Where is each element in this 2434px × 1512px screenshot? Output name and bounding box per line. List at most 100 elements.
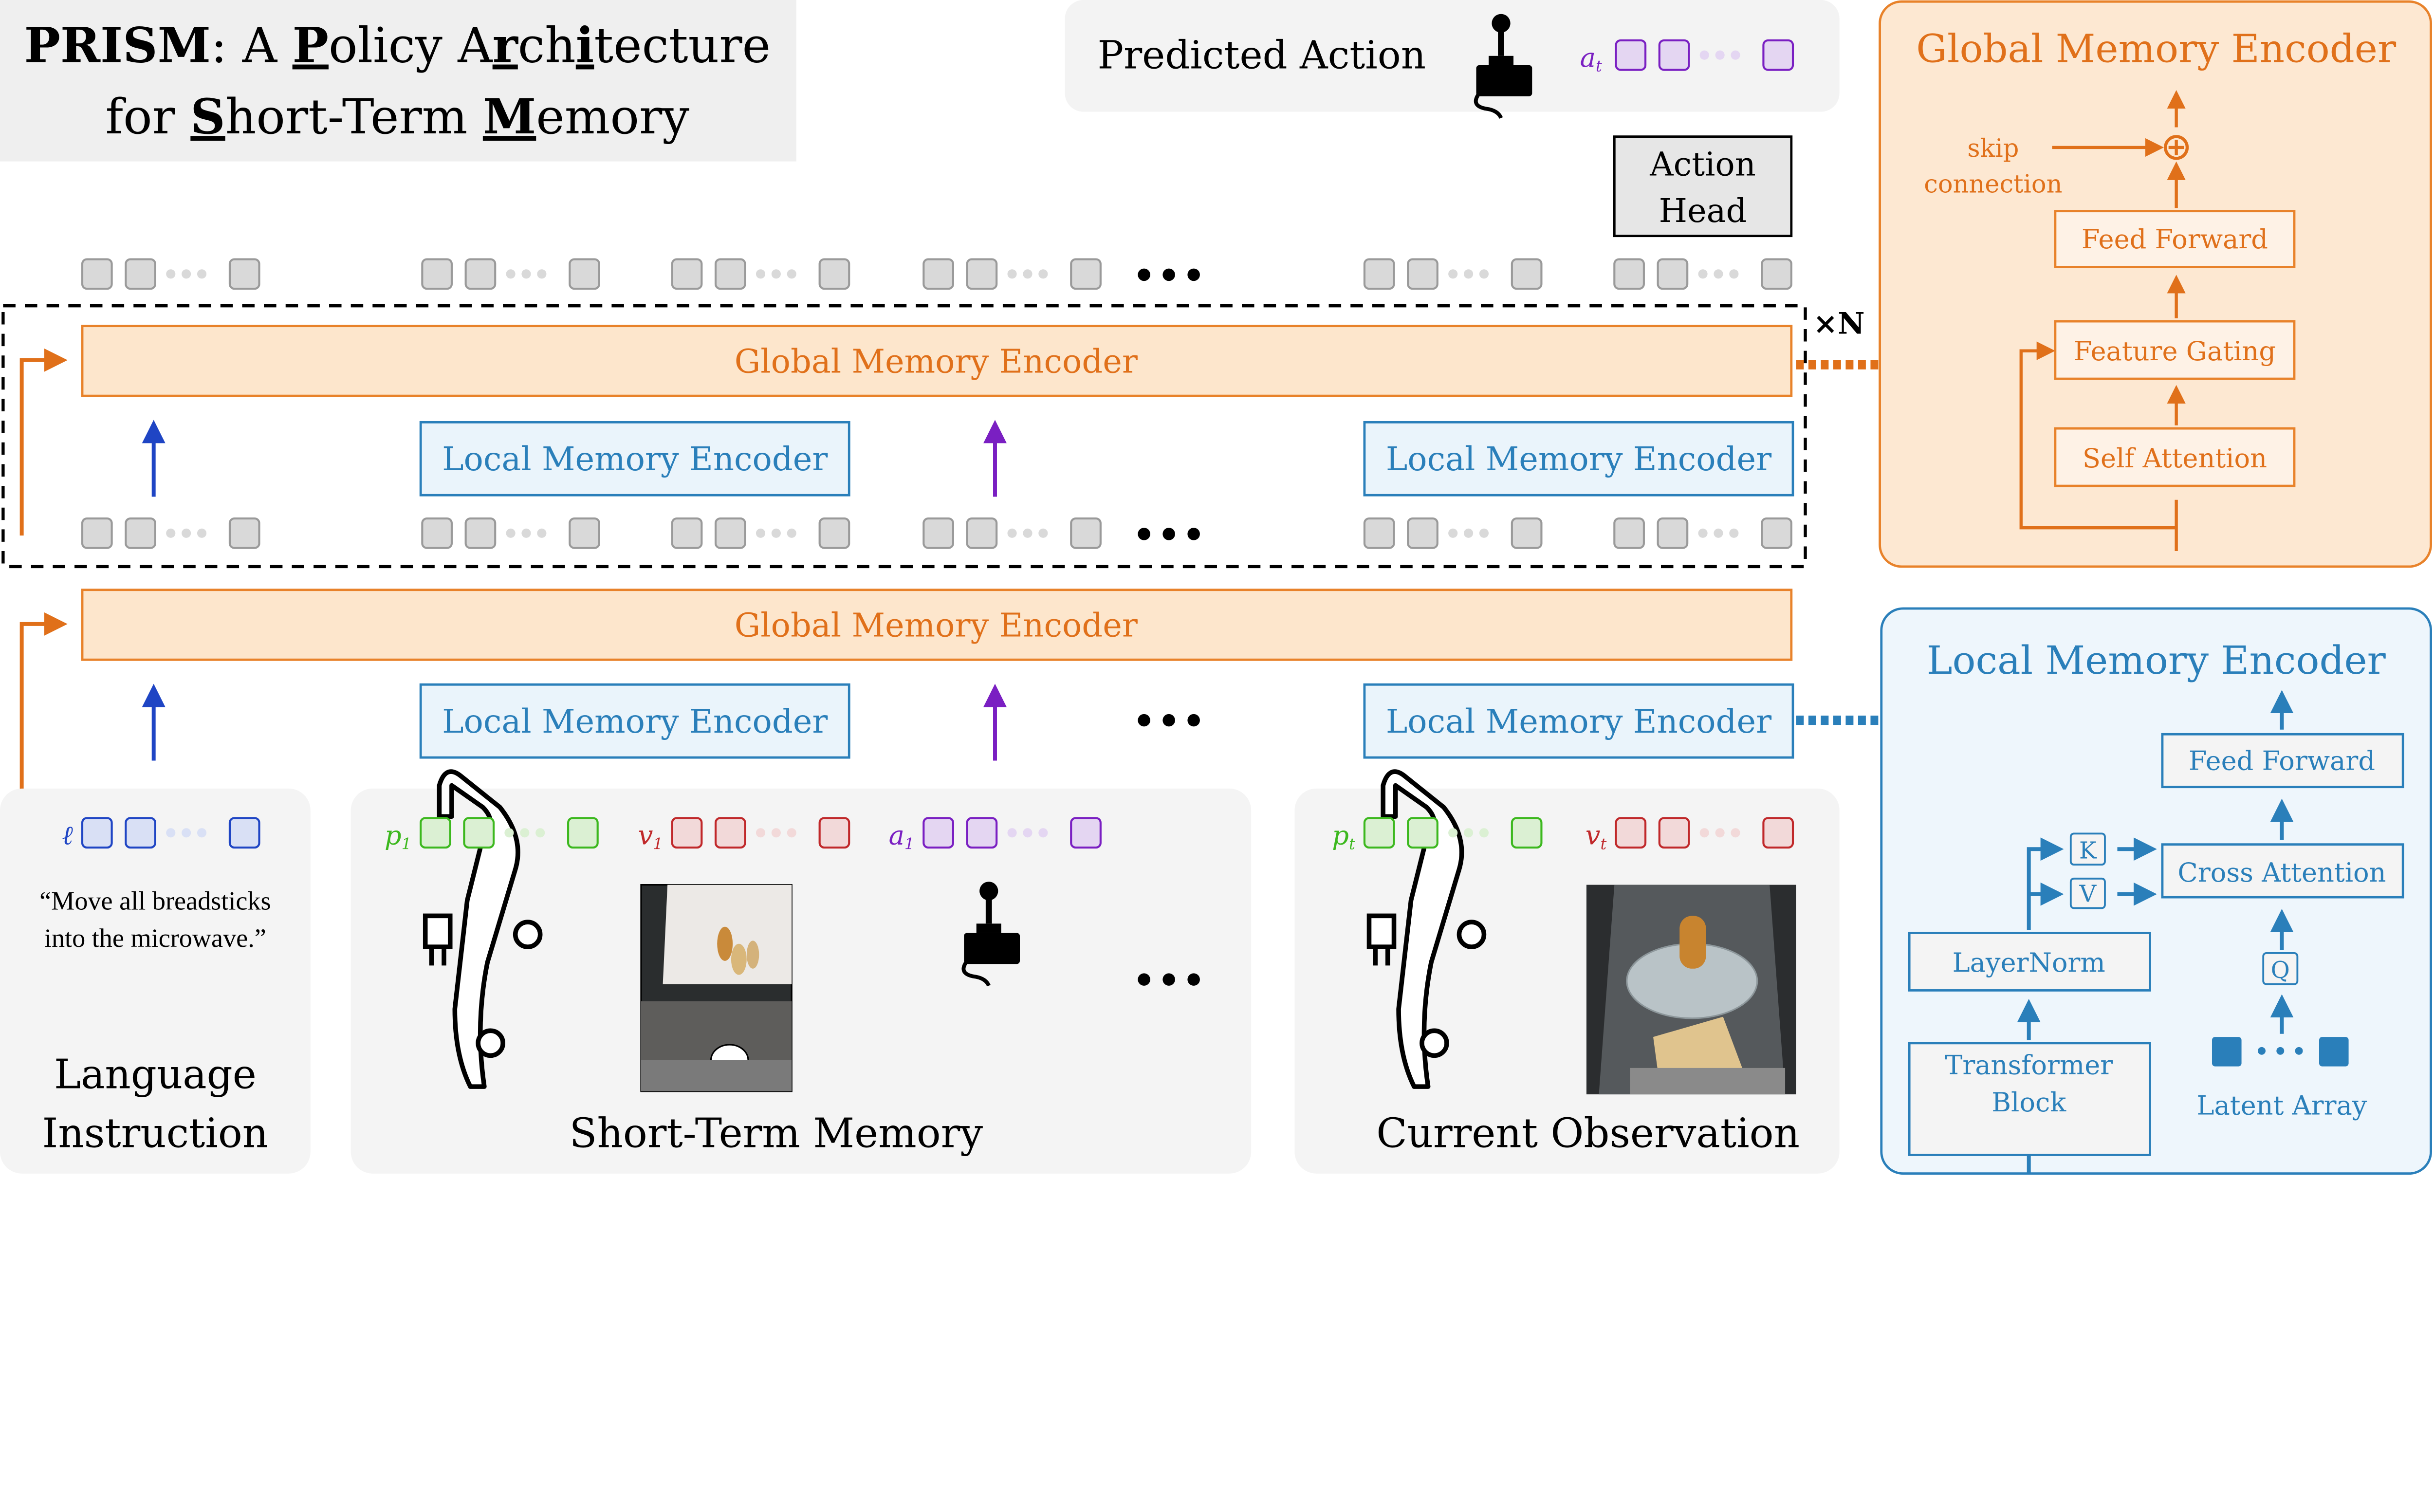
token-group <box>922 517 1102 549</box>
token <box>1511 517 1543 549</box>
token <box>567 817 599 849</box>
title-segment: i <box>576 18 594 74</box>
layernorm-block <box>1908 932 2151 992</box>
token-ellipsis <box>771 269 781 279</box>
token <box>966 517 998 549</box>
token <box>922 258 954 290</box>
action-head-line1: Action <box>1649 145 1756 183</box>
key-label: K <box>2079 837 2097 864</box>
token-label: pt <box>1332 820 1355 853</box>
token-ellipsis <box>787 528 796 538</box>
token <box>818 258 850 290</box>
token <box>966 817 998 849</box>
token <box>1363 817 1395 849</box>
language-instruction-panel: “Move all breadsticks into the microwave… <box>0 788 311 1174</box>
token <box>1511 258 1543 290</box>
token <box>1511 817 1543 849</box>
panel-title: Short-Term Memory <box>570 1109 983 1157</box>
token <box>1615 817 1647 849</box>
gme-detail-panel: Global Memory Encoder skip connection Fe… <box>1879 0 2432 568</box>
token-ellipsis <box>506 528 516 538</box>
token-ellipsis <box>1715 50 1725 60</box>
token <box>714 817 746 849</box>
repeat-block <box>1 304 1807 569</box>
title-box: PRISM: A Policy Architecture for Short-T… <box>0 0 796 162</box>
token <box>1762 817 1794 849</box>
title-segment: M <box>483 89 536 145</box>
lme-detail-panel: Local Memory Encoder Feed Forward Cross … <box>1880 607 2432 1175</box>
token <box>1658 39 1690 71</box>
token-ellipsis <box>1463 269 1474 279</box>
token <box>1657 517 1689 549</box>
token-ellipsis <box>1023 269 1033 279</box>
token <box>714 517 746 549</box>
instruction-quote-line1: “Move all breadsticks <box>39 886 271 916</box>
title-segment: PRISM <box>24 18 211 74</box>
block-label: Feed Forward <box>2082 224 2268 255</box>
value-label: V <box>2079 881 2097 908</box>
token-label: ℓ <box>62 820 73 851</box>
token-ellipsis <box>1729 528 1739 538</box>
token-ellipsis <box>182 528 191 538</box>
cross-attention-block <box>2161 843 2404 899</box>
token <box>1761 258 1792 290</box>
token <box>228 517 260 549</box>
token-ellipsis <box>1023 828 1033 838</box>
token-ellipsis <box>166 269 176 279</box>
token-ellipsis <box>166 828 176 838</box>
token-ellipsis <box>771 828 781 838</box>
joystick-icon <box>1474 14 1532 119</box>
token-ellipsis <box>756 828 766 838</box>
block-label: Feature Gating <box>2074 336 2276 367</box>
lme-detail-title: Local Memory Encoder <box>1927 638 2386 683</box>
ellipsis-icon <box>1138 714 1200 727</box>
predicted-action-label: Predicted Action <box>1097 32 1426 77</box>
block-label: LayerNorm <box>1953 947 2105 978</box>
token-label: v1 <box>638 820 663 853</box>
ellipsis-icon <box>1138 528 1200 540</box>
ellipsis-icon <box>1138 973 1200 986</box>
token-ellipsis <box>506 269 516 279</box>
key-box <box>2069 832 2106 866</box>
gme-detail-title: Global Memory Encoder <box>1916 26 2397 72</box>
token <box>1407 817 1438 849</box>
token-ellipsis <box>182 828 191 838</box>
title-line-1: PRISM: A Policy Architecture <box>24 18 771 74</box>
token-label: at <box>1580 42 1602 75</box>
title-segment: emory <box>536 89 689 145</box>
token-ellipsis <box>1038 269 1048 279</box>
title-segment: : A <box>211 18 293 74</box>
action-head: Action Head <box>1613 135 1793 238</box>
token-ellipsis <box>1479 528 1489 538</box>
camera-frame-image <box>1586 885 1796 1095</box>
title-segment: r <box>493 18 519 74</box>
token <box>1363 517 1395 549</box>
token-ellipsis <box>1007 269 1017 279</box>
title-segment: ch <box>518 18 576 74</box>
token-ellipsis <box>1463 528 1474 538</box>
lme-label: Local Memory Encoder <box>442 702 828 740</box>
camera-frame-image <box>640 884 793 1092</box>
token-ellipsis <box>1448 528 1458 538</box>
token-ellipsis <box>197 828 207 838</box>
title-segment: hort-Term <box>225 89 483 145</box>
token-ellipsis <box>1698 269 1708 279</box>
token <box>1070 258 1102 290</box>
token <box>420 817 451 849</box>
token-ellipsis <box>520 828 530 838</box>
block-label: Cross Attention <box>2177 857 2386 888</box>
robot-arm-icon <box>1366 769 1487 1089</box>
token-ellipsis <box>197 269 207 279</box>
gme-label: Global Memory Encoder <box>735 342 1138 380</box>
token-ellipsis <box>756 269 766 279</box>
feed-forward-block <box>2161 733 2404 789</box>
panel-title: Current Observation <box>1376 1109 1800 1157</box>
token <box>1762 39 1794 71</box>
local-memory-encoder-box <box>419 421 850 497</box>
feature-gating-block <box>2054 320 2296 380</box>
token <box>1613 258 1645 290</box>
token <box>1407 258 1438 290</box>
ellipsis-icon <box>1138 268 1200 281</box>
token <box>714 258 746 290</box>
token-ellipsis <box>182 269 191 279</box>
